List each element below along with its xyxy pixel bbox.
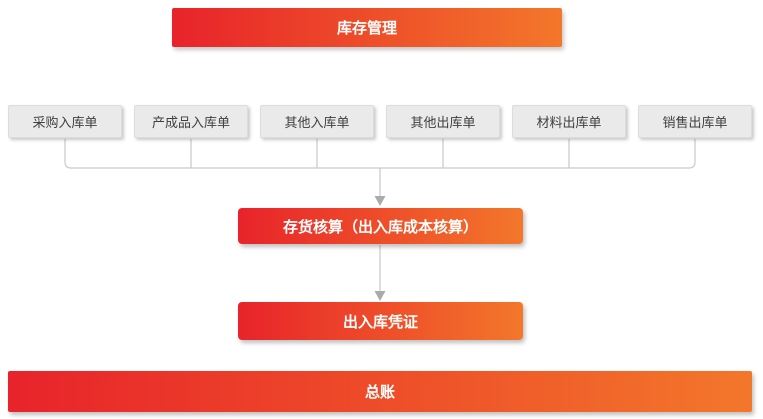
inbound-outbound-voucher-box: 出入库凭证 — [238, 302, 523, 340]
inventory-accounting-label: 存货核算（出入库成本核算） — [282, 218, 478, 236]
general-ledger-label: 总账 — [364, 384, 395, 401]
general-ledger-banner: 总账 — [8, 371, 752, 412]
document-box-other-inbound: 其他入库单 — [260, 105, 374, 138]
inventory-management-banner: 库存管理 — [172, 8, 562, 47]
document-box-material-outbound: 材料出库单 — [512, 105, 626, 138]
document-box-label: 销售出库单 — [662, 115, 728, 130]
document-box-finished-goods-inbound: 产成品入库单 — [134, 105, 248, 138]
document-box-label: 产成品入库单 — [151, 115, 230, 130]
document-box-label: 材料出库单 — [536, 115, 602, 130]
document-box-sales-outbound: 销售出库单 — [638, 105, 752, 138]
document-box-label: 其他入库单 — [284, 115, 350, 130]
connector-tree — [64, 139, 696, 169]
arrow-down-icon — [374, 291, 386, 301]
document-box-purchase-inbound: 采购入库单 — [8, 105, 122, 138]
arrow-down-icon — [374, 196, 386, 206]
inventory-management-label: 库存管理 — [336, 20, 397, 37]
document-box-label: 其他出库单 — [410, 115, 476, 130]
document-box-other-outbound: 其他出库单 — [386, 105, 500, 138]
document-box-label: 采购入库单 — [32, 115, 98, 130]
inbound-outbound-voucher-label: 出入库凭证 — [342, 313, 418, 331]
inventory-accounting-box: 存货核算（出入库成本核算） — [238, 208, 523, 244]
